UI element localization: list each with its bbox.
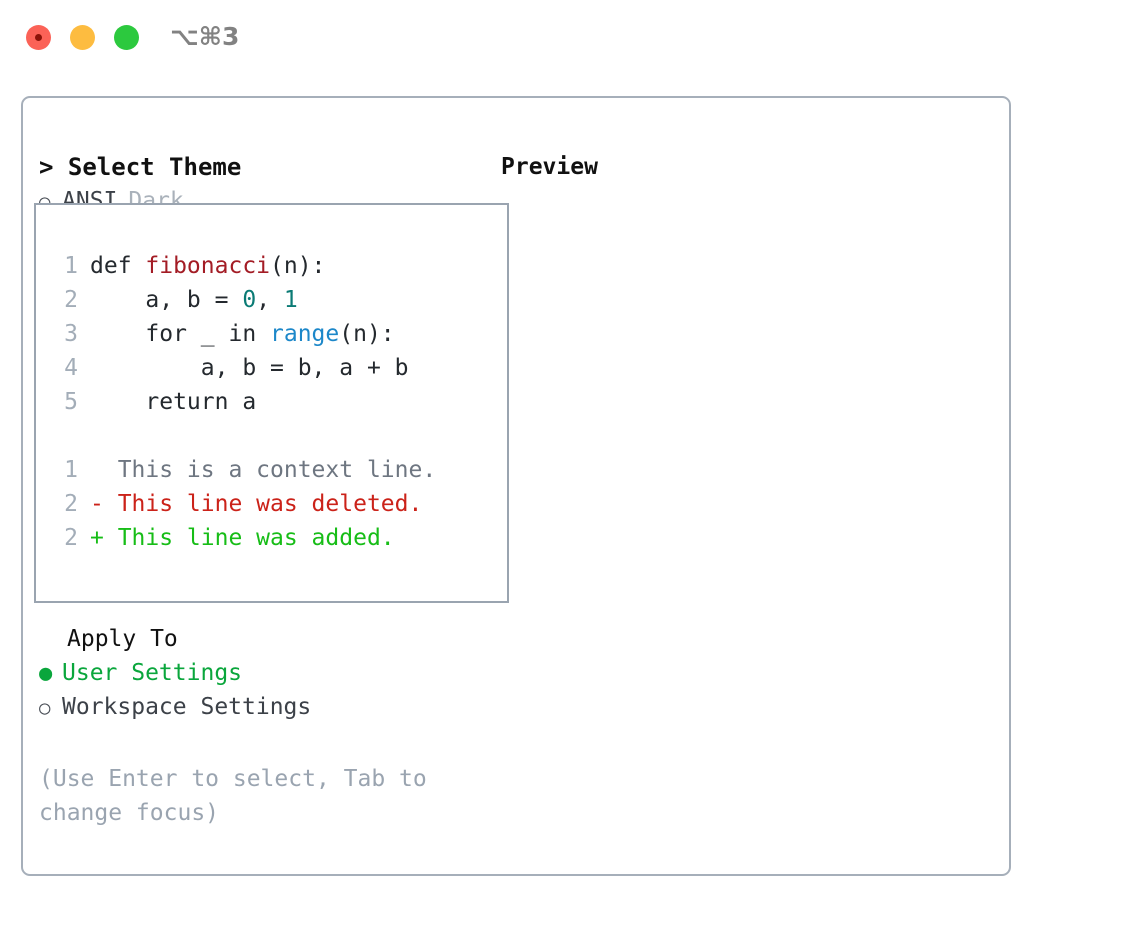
apply-to-item[interactable]: ● User Settings [39,656,469,690]
code-line-number: 3 [64,321,78,347]
code-token-plain: return a [90,389,257,415]
code-token-plain: def [90,253,146,279]
preview-section: Preview [501,150,991,184]
apply-to-item-label: Workspace Settings [62,694,312,720]
code-token-plain: , [256,287,284,313]
code-token-plain: (n): [339,321,395,347]
diff-line: 2 - This line was deleted. [50,487,501,521]
code-line: 2 a, b = 0, 1 [50,283,501,317]
diff-line-text: - This line was deleted. [90,491,423,517]
diff-line-text: + This line was added. [90,525,395,551]
code-diff-separator [50,419,501,453]
minimize-window-button[interactable] [70,25,95,50]
diff-line: 1 This is a context line. [50,453,501,487]
code-line-number: 5 [64,389,78,415]
keyboard-shortcut-label: ⌥⌘3 [170,22,240,51]
code-token-num: 0 [242,287,257,313]
diff-line-number: 2 [64,491,78,517]
maximize-window-button[interactable] [114,25,139,50]
radio-unselected-icon[interactable]: ○ [39,697,51,719]
diff-line-number: 1 [64,457,78,483]
code-token-func: fibonacci [145,253,271,279]
apply-to-heading: Apply To [67,626,178,652]
code-line-number: 1 [64,253,78,279]
code-token-plain: for _ in [90,321,271,347]
radio-selected-icon[interactable]: ● [39,661,53,686]
code-line-text: a, b = 0, 1 [90,283,298,317]
code-line-text: for _ in range(n): [90,317,395,351]
diff-line-number: 2 [64,525,78,551]
code-line-text: a, b = b, a + b [90,351,409,385]
code-token-plain: (n): [270,253,326,279]
close-window-button[interactable] [26,25,51,50]
code-line-text: return a [90,385,256,419]
apply-to-item[interactable]: ○ Workspace Settings [39,690,469,724]
apply-to-section: Apply To ● User Settings ○ Workspace Settin… [39,622,469,724]
code-token-plain: a, b = [90,287,243,313]
radio-unselected-icon[interactable]: ○ [39,191,51,213]
title-bar: ⌥⌘3 [0,0,1140,78]
code-line: 3 for _ in range(n): [50,317,501,351]
code-line-text: def fibonacci(n): [90,249,325,283]
diff-line-text: This is a context line. [90,457,437,483]
code-token-num: 1 [283,287,298,313]
apply-to-list: ● User Settings ○ Workspace Settings [39,656,469,724]
diff-line: 2 + This line was added. [50,521,501,555]
code-token-plain: a, b = b, a + b [90,355,409,381]
code-line: 1 def fibonacci(n): [50,249,501,283]
code-line-number: 4 [64,355,78,381]
theme-picker-title: > Select Theme [39,153,242,181]
apply-to-item-label: User Settings [62,660,243,686]
hint-text: (Use Enter to select, Tab to change focu… [39,766,427,826]
code-line-number: 2 [64,287,78,313]
code-line: 4 a, b = b, a + b [50,351,501,385]
code-token-builtin: range [270,321,340,347]
preview-title: Preview [501,154,598,180]
code-line: 5 return a [50,385,501,419]
traffic-lights [26,25,139,50]
